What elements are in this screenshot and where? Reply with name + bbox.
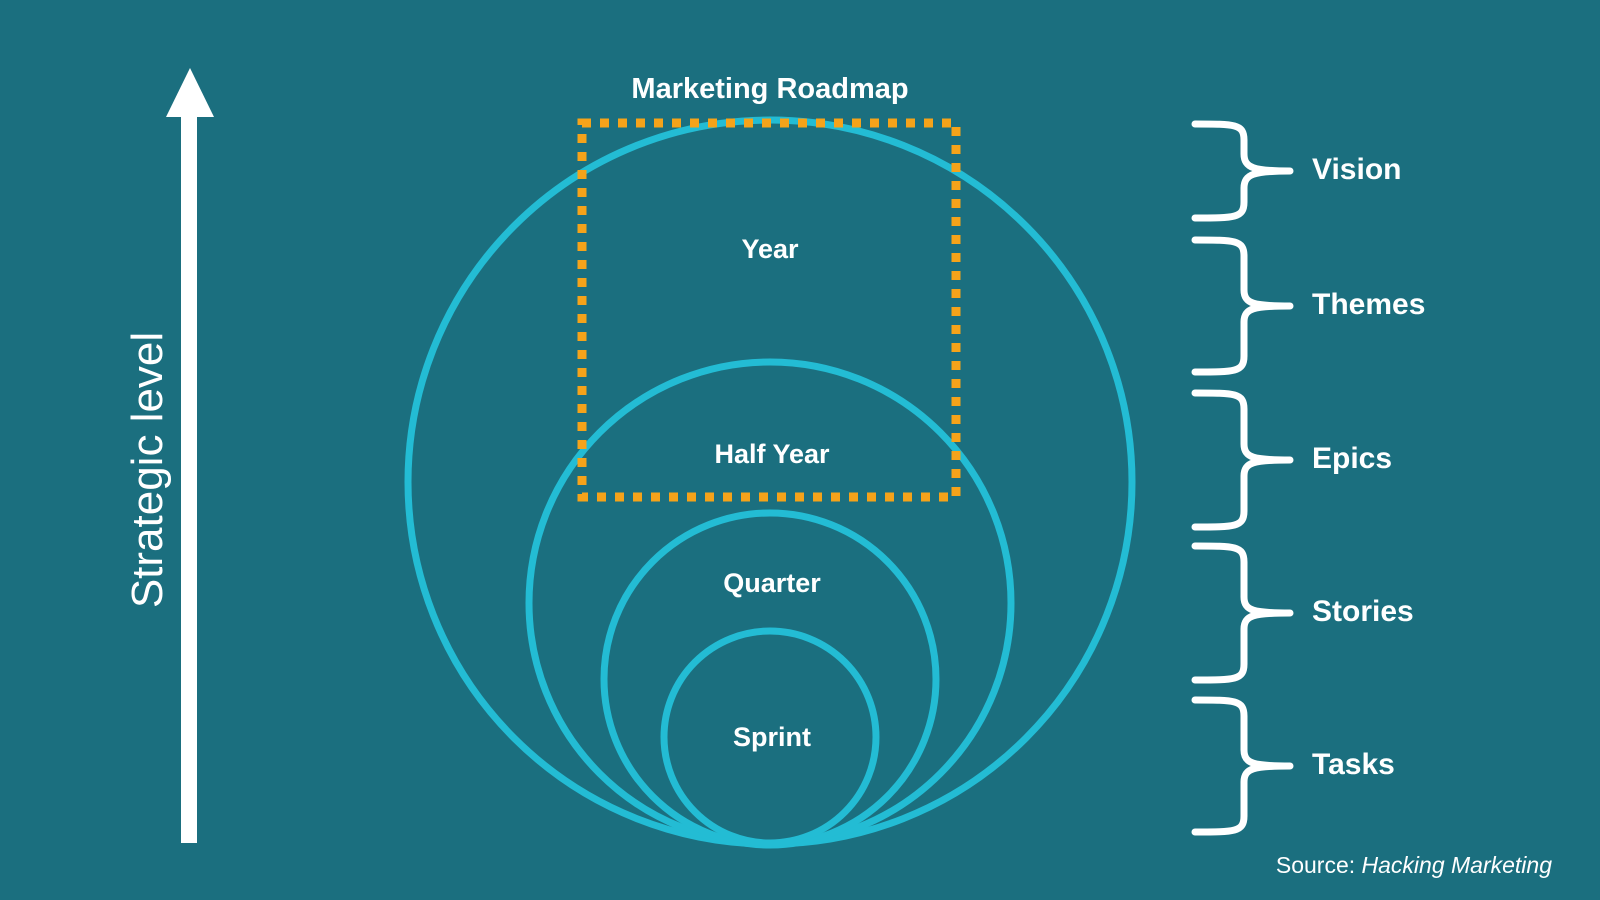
- circle-label-sprint: Sprint: [733, 722, 811, 752]
- brace-vision-icon: [1191, 120, 1294, 222]
- circle-label-half-year: Half Year: [714, 439, 830, 469]
- brace-tasks-icon: [1191, 696, 1294, 836]
- level-label-stories: Stories: [1312, 595, 1414, 628]
- brace-stories-icon: [1191, 542, 1294, 684]
- up-arrow-icon: [166, 68, 214, 843]
- level-label-themes: Themes: [1312, 288, 1426, 321]
- diagram-title: Marketing Roadmap: [631, 73, 909, 105]
- level-label-tasks: Tasks: [1312, 748, 1395, 781]
- level-label-epics: Epics: [1312, 442, 1393, 475]
- half-year-circle: [525, 358, 1015, 848]
- brace-themes-icon: [1191, 236, 1294, 376]
- source-prefix: Source:: [1275, 852, 1362, 878]
- source-title: Hacking Marketing: [1361, 852, 1552, 878]
- strategic-level-label: Strategic level: [123, 331, 172, 609]
- quarter-circle: [600, 509, 940, 849]
- roadmap-highlight-box: [577, 118, 961, 502]
- circle-label-quarter: Quarter: [723, 568, 821, 598]
- level-label-vision: Vision: [1312, 153, 1402, 186]
- sprint-circle: [660, 627, 880, 847]
- circle-label-year: Year: [741, 234, 799, 264]
- brace-epics-icon: [1191, 389, 1294, 531]
- source-note: Source: Hacking Marketing: [1276, 852, 1552, 879]
